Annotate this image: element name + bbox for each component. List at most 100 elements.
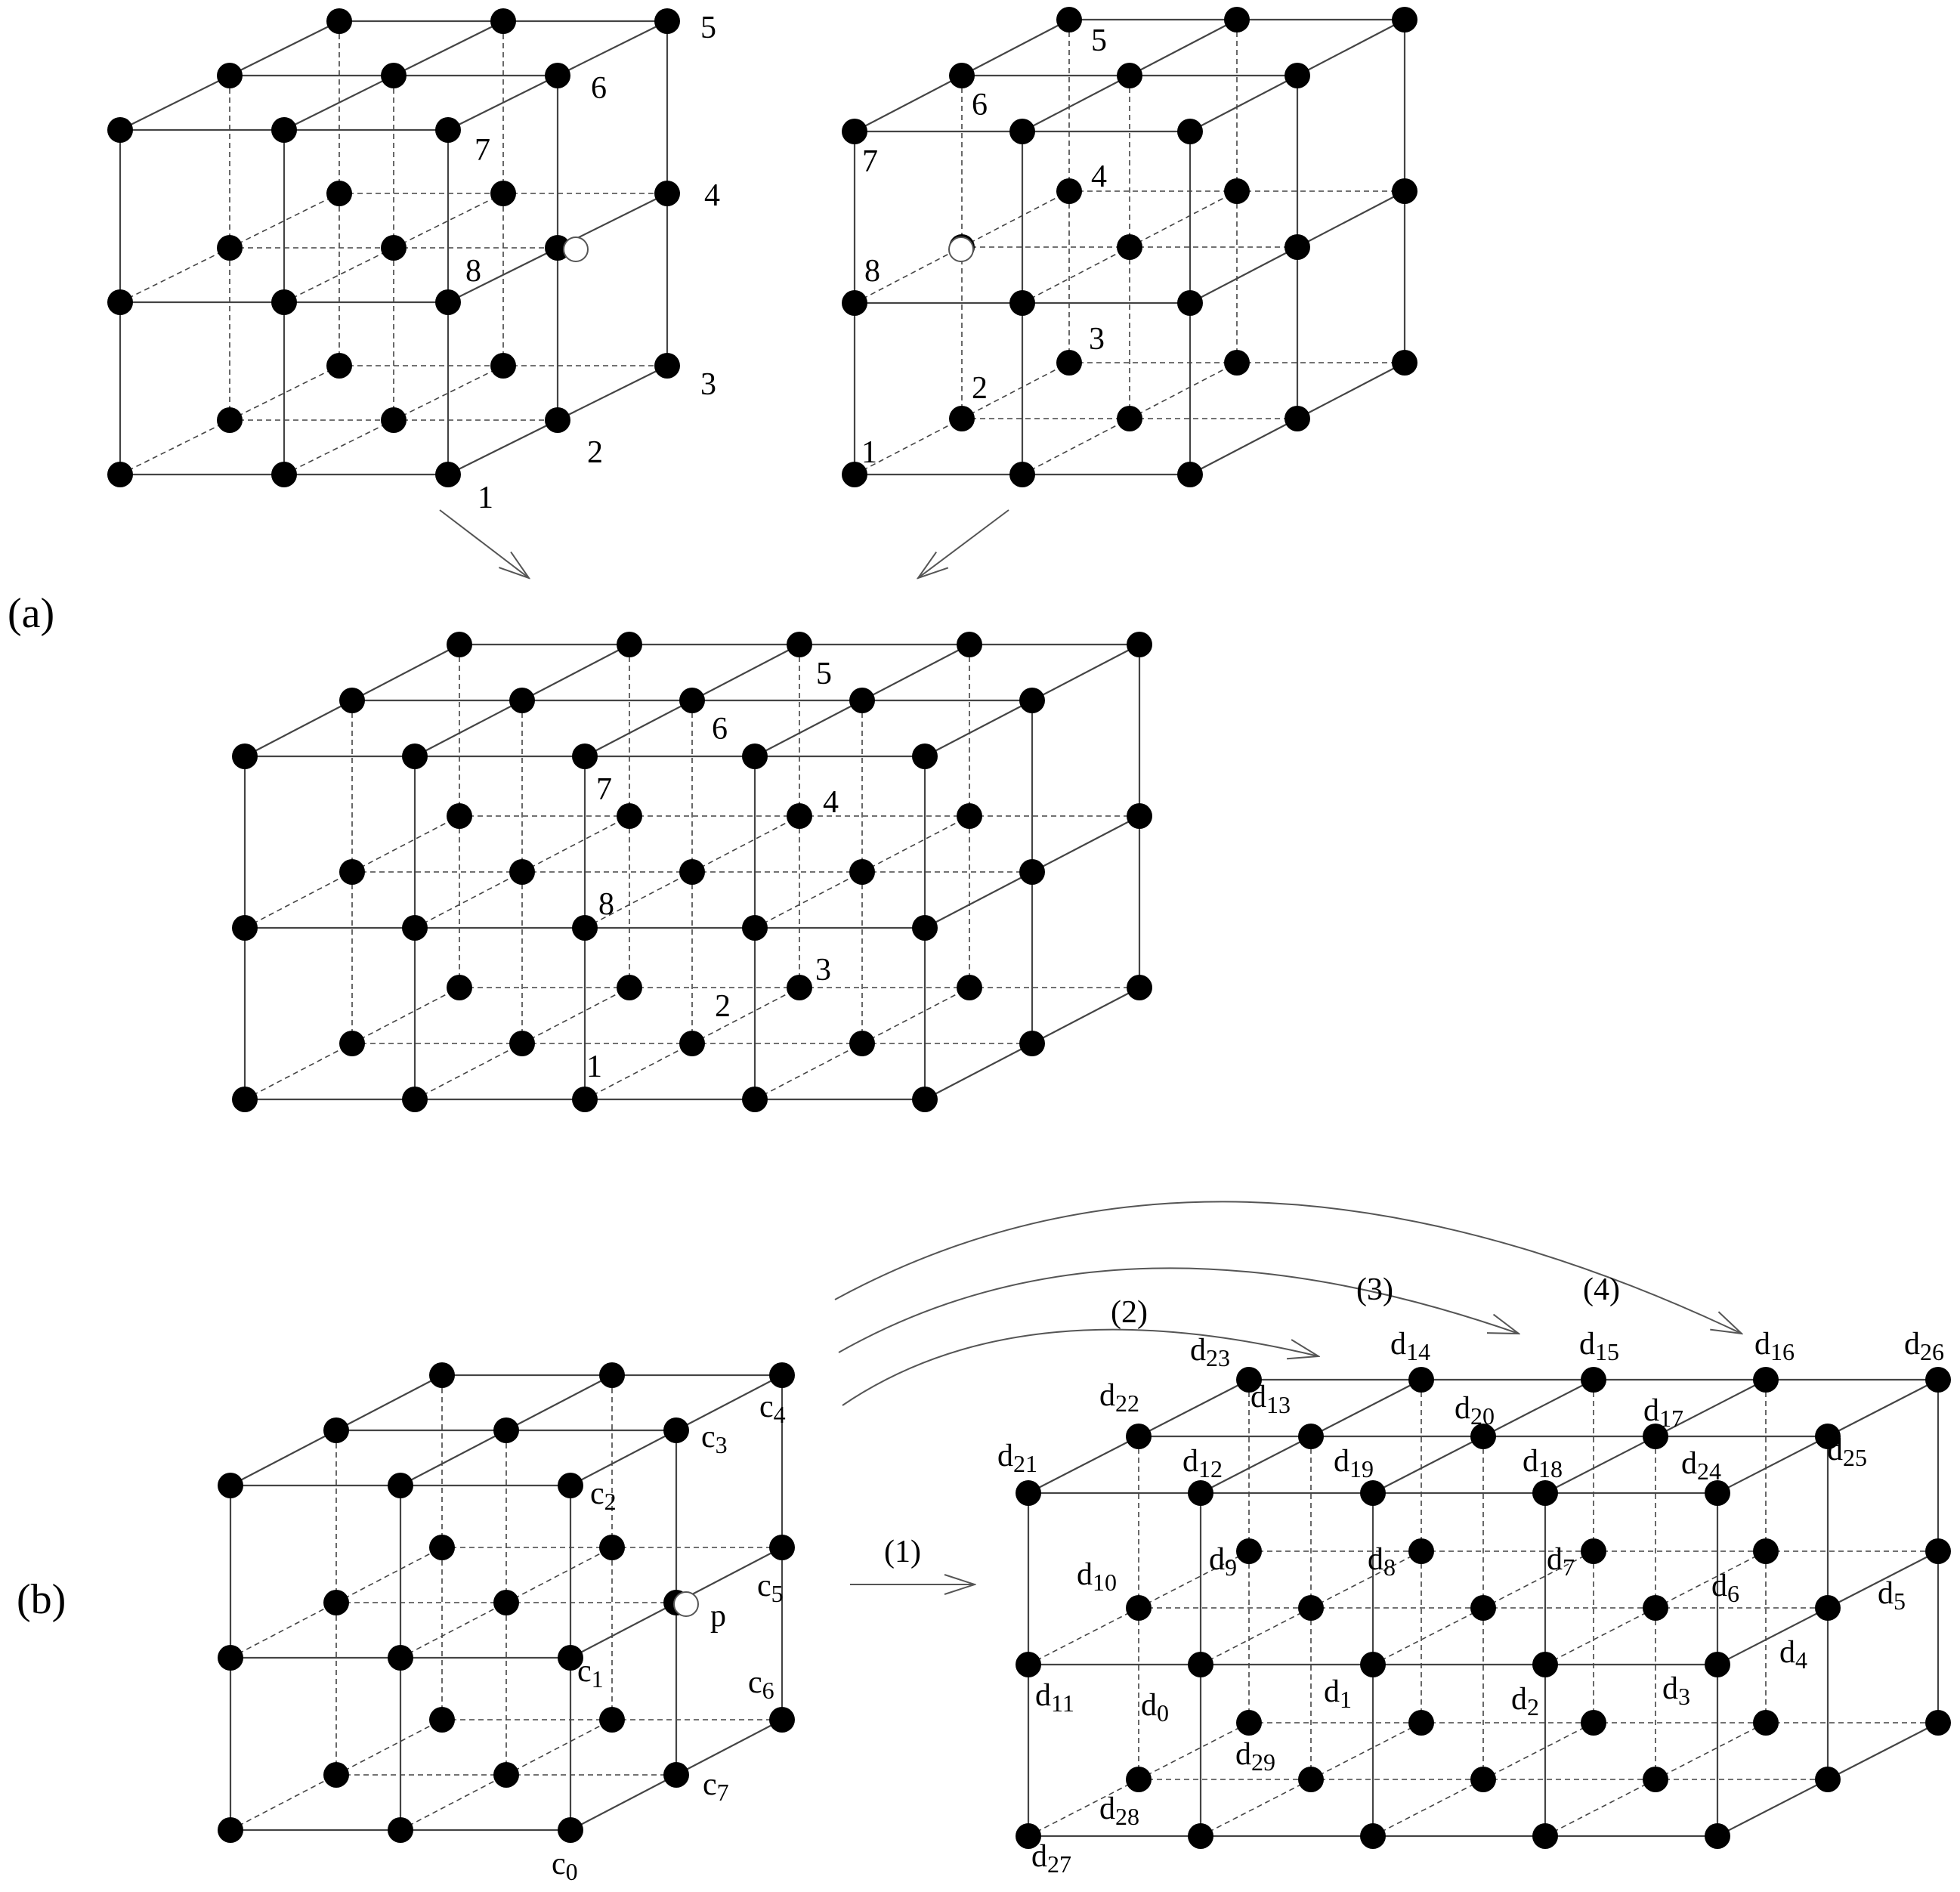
lattice-node [1126,1424,1152,1449]
lattice-edge [961,19,1070,76]
lattice-edge [351,644,460,701]
lattice-node [617,803,642,829]
lattice-node [1188,1652,1213,1677]
lattice-node [1117,234,1142,260]
node-label: c4 [759,1390,786,1428]
lattice-node [493,1417,519,1443]
lattice-node [509,1031,535,1056]
lattice-node [490,8,516,34]
lattice-node [271,289,297,315]
lattice-node [1360,1480,1386,1506]
panel-b-label: (b) [17,1576,66,1623]
hidden-lattice-edge [1310,1722,1422,1780]
arrow-4 [834,1201,1742,1334]
lattice-edge [854,75,963,132]
lattice-node [323,1590,349,1615]
lattice-node [599,1707,625,1733]
lattice-node [1470,1424,1496,1449]
node-label: c5 [757,1569,784,1607]
cube-a-left-edges [119,20,669,476]
lattice-node [742,1087,768,1112]
hidden-lattice-edge [393,365,504,421]
lattice-node [769,1362,795,1388]
lattice-node [323,1417,349,1443]
lattice-node [1753,1538,1779,1564]
lattice-node [1705,1823,1730,1849]
lattice-node [787,632,812,657]
lattice-edge [1544,1436,1656,1494]
lattice-edge [924,700,1033,757]
lattice-edge [557,20,668,76]
node-label: d0 [1141,1688,1169,1727]
hidden-lattice-edge [400,1602,507,1659]
lattice-node [1117,406,1142,431]
hidden-lattice-edge [1200,1607,1312,1665]
node-label: d22 [1099,1378,1139,1417]
lattice-node [1705,1652,1730,1677]
lattice-node [1188,1823,1213,1849]
lattice-edge [1200,1436,1312,1494]
node-label: d4 [1779,1635,1807,1674]
hidden-lattice-edge [1372,1779,1484,1837]
lattice-edge [244,700,353,757]
lattice-edge [414,700,523,757]
lattice-node [1177,462,1203,487]
hidden-lattice-edge [1138,1722,1250,1780]
lattice-node [447,632,472,657]
node-label: d1 [1324,1674,1352,1713]
hidden-lattice-edge [1028,1607,1139,1665]
lattice-edge [447,419,558,475]
node-label: d13 [1251,1380,1291,1418]
lattice-node [769,1535,795,1560]
lattice-node [679,859,705,885]
lattice-edge [283,75,394,131]
lattice-node [232,915,258,941]
node-label: d16 [1754,1327,1795,1365]
node-label: 1 [478,481,493,515]
lattice-node [107,289,133,315]
hidden-lattice-edge [1655,1550,1767,1609]
lattice-node [339,859,365,885]
lattice-edge [924,871,1033,929]
lattice-node [1925,1710,1951,1736]
lattice-node [218,1817,243,1843]
lattice-edge [229,20,340,76]
lattice-node [402,915,428,941]
lattice-node [1392,178,1417,204]
lattice-node [949,63,975,88]
lattice-node [1236,1538,1262,1564]
lattice-node [1016,1823,1041,1849]
lattice-node [663,1762,689,1788]
lattice-node [381,63,407,88]
lattice-node [447,975,472,1000]
node-label: d15 [1579,1327,1619,1365]
hidden-lattice-edge [244,1043,353,1100]
lattice-edge [675,1374,783,1431]
hidden-lattice-edge [1022,418,1130,475]
lattice-node [599,1362,625,1388]
lattice-edge [1189,75,1298,132]
hidden-lattice-edge [1138,1550,1250,1609]
lattice-node [957,975,982,1000]
lattice-node [912,915,938,941]
lattice-node [769,1707,795,1733]
lattice-node [1236,1367,1262,1393]
lattice-node [1056,350,1082,376]
empty-lattice-node [948,236,974,262]
hidden-lattice-edge [1129,190,1238,248]
lattice-node [599,1535,625,1560]
lattice-node [1470,1595,1496,1621]
arrow-4-label: (4) [1583,1272,1620,1307]
lattice-edge [1827,1379,1939,1437]
lattice-edge [1717,1779,1829,1837]
hidden-lattice-edge [393,193,504,249]
lattice-edge [1022,75,1130,132]
lattice-node [326,8,352,34]
hidden-lattice-edge [854,418,963,475]
lattice-node [1224,7,1250,32]
lattice-node [1298,1595,1324,1621]
hidden-lattice-edge [861,987,970,1044]
hidden-lattice-edge [1544,1779,1656,1837]
lattice-node [849,859,875,885]
hidden-lattice-edge [119,247,230,303]
